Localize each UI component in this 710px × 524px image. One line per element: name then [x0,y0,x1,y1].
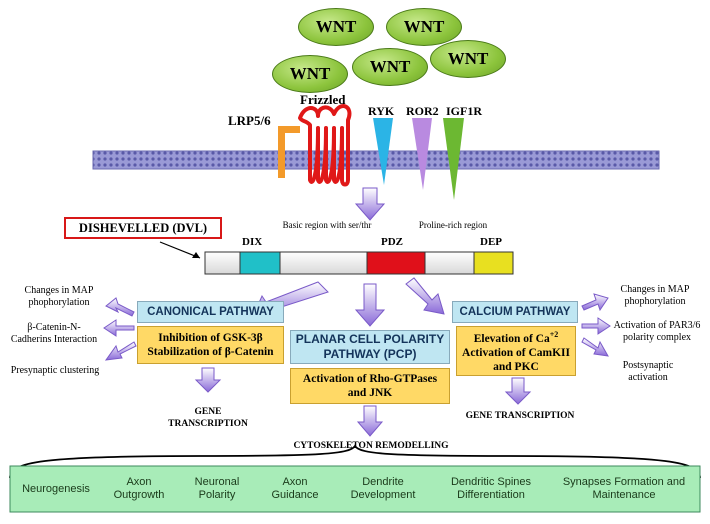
frizzled-receptor [298,104,352,187]
proline-region-label: Proline-rich region [418,220,488,230]
pcp-output: CYTOSKELETON REMODELLING [293,441,449,451]
arrow-canonical-left-2 [103,319,135,337]
ryk-label: RYK [368,104,395,118]
wnt-ligand: WNT [386,8,462,46]
arrow-canonical-left-3 [104,341,137,361]
arrow-pcp-down [356,405,384,437]
arrow-calcium-right-1 [581,293,609,312]
arrow-to-dvl [354,187,386,221]
ror2-label: ROR2 [406,104,439,118]
calcium-side-effect: Postsynaptic activation [622,360,674,383]
wnt-ligand: WNT [430,40,506,78]
pcp-pathway-detail: Activation of Rho-GTPases and JNK [290,368,450,404]
basic-region-label: Basic region with ser/thr [282,220,372,230]
igf1r-receptor [443,118,464,200]
pcp-pathway-title: PLANAR CELL POLARITY PATHWAY (PCP) [290,330,450,364]
outcome-item: Axon Guidance [271,476,319,501]
cell-membrane [92,150,660,170]
wnt-ligand: WNT [352,48,428,86]
arrow-calcium-right-3 [581,337,609,357]
arrow-to-calcium [405,277,445,315]
calcium-pathway-detail: Elevation of Ca+2 Activation of CamKII a… [456,326,576,376]
wnt-ligand: WNT [298,8,374,46]
pcp-detail-line: Activation of Rho-GTPases [302,373,438,385]
arrow-calcium-right-2 [581,317,611,335]
outcome-item: Axon Outgrowth [113,476,165,501]
canonical-side-effect: β-Catenin-N-Cadherins Interaction [10,322,98,345]
arrow-to-pcp [354,283,386,327]
wnt-ligand: WNT [272,55,348,93]
calcium-output: GENE TRANSCRIPTION [465,411,575,421]
ror2-receptor [412,118,432,190]
arrow-canonical-down [194,367,222,393]
arrow-canonical-left-1 [105,297,135,317]
pdz-label: PDZ [381,236,403,248]
dix-label: DIX [242,236,263,248]
ryk-receptor [373,118,393,185]
calcium-detail-line: Elevation of Ca+2 [473,330,559,345]
outcomes-row: Neurogenesis Axon Outgrowth Neuronal Pol… [10,466,700,512]
calcium-side-effect: Activation of PAR3/6 polarity complex [613,320,701,343]
dvl-dep-domain [473,251,514,275]
outcome-item: Neuronal Polarity [194,476,240,501]
outcomes-brace [9,444,701,479]
dvl-pdz-domain [366,251,426,275]
calcium-side-effect: Changes in MAP phophorylation [620,284,690,307]
outcome-item: Synapses Formation and Maintenance [562,476,686,501]
outcome-item: Neurogenesis [22,482,90,495]
calcium-detail-line: Activation of CamKII [462,346,570,359]
calcium-detail-line: and PKC [493,360,539,373]
calcium-pathway-title: CALCIUM PATHWAY [452,301,578,323]
dvl-pointer [159,241,201,259]
canonical-side-effect: Changes in MAP phophorylation [24,285,94,308]
pcp-detail-line: and JNK [347,387,393,399]
arrow-calcium-down [504,377,532,405]
canonical-output: GENE TRANSCRIPTION [168,407,248,429]
dvl-title-box: DISHEVELLED (DVL) [64,217,222,239]
canonical-pathway-detail: Inhibition of GSK-3β Stabilization of β-… [137,326,284,364]
dvl-dix-domain [239,251,281,275]
outcome-item: Dendritic Spines Differentiation [450,476,532,501]
outcome-item: Dendrite Development [350,476,416,501]
canonical-detail-line: Inhibition of GSK-3β [158,332,263,344]
igf1r-label: IGF1R [446,104,482,118]
outcomes-band [9,465,701,513]
lrp-receptor [278,126,300,178]
frizzled-label: Frizzled [300,92,346,107]
canonical-pathway-title: CANONICAL PATHWAY [137,301,284,323]
dep-label: DEP [480,236,502,248]
canonical-detail-line: Stabilization of β-Catenin [147,346,274,358]
canonical-side-effect: Presynaptic clustering [10,365,100,376]
lrp-label: LRP5/6 [228,113,271,128]
